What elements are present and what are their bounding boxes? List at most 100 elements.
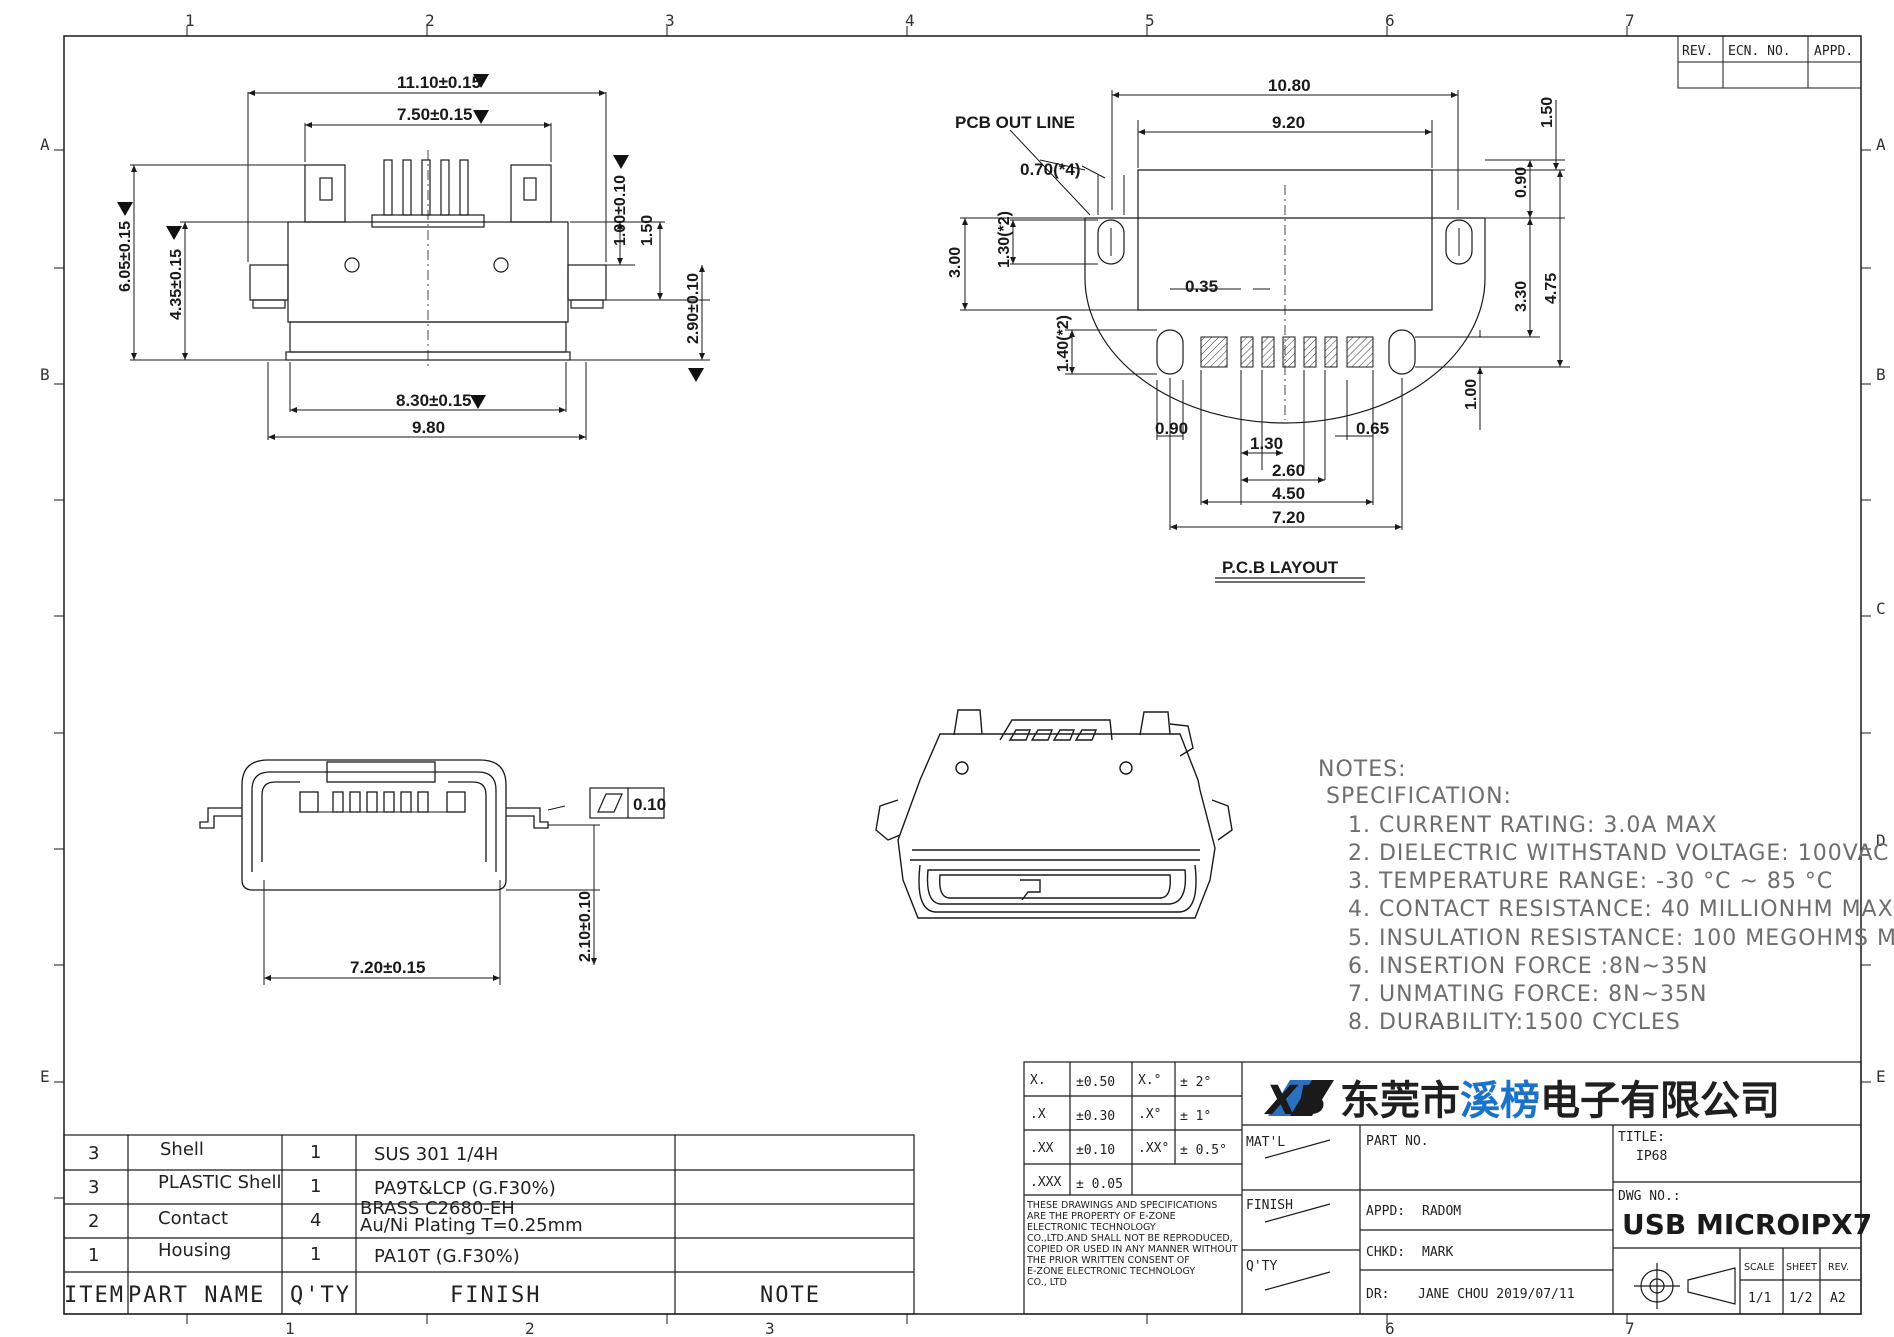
- sheet-value: 1/2: [1789, 1291, 1812, 1306]
- bom-finish: SUS 301 1/4H: [374, 1144, 498, 1165]
- title-block: X. ±0.50 X.° ± 2° .X ±0.30 .X° ± 1° .XX …: [1023, 1061, 1872, 1315]
- pcb-dim-labels: PCB OUT LINE 10.80 9.20 1.50 0.90 0.70(*…: [947, 76, 1560, 577]
- col-label: 7: [1625, 1319, 1635, 1337]
- bom-header: Q'TY: [290, 1283, 351, 1308]
- disclaimer-line: CO.,LTD.AND SHALL NOT BE REPRODUCED,: [1027, 1233, 1233, 1244]
- dim-label: 1.30: [1250, 434, 1283, 453]
- dwg-no-label: DWG NO.:: [1618, 1189, 1681, 1204]
- row-label: D: [1876, 831, 1886, 850]
- row-label: C: [1876, 599, 1886, 618]
- col-label: 6: [1385, 11, 1395, 30]
- dim-label: 0.90: [1513, 167, 1530, 198]
- ecn-header: ECN. NO.: [1728, 44, 1791, 59]
- title-label: TITLE:: [1618, 1130, 1665, 1145]
- dim-label: 1.30(*2): [996, 211, 1013, 268]
- bom-part: PLASTIC Shell: [158, 1172, 282, 1193]
- tol-value: ±0.10: [1076, 1143, 1115, 1158]
- dim-label: 0.70(*4): [1020, 160, 1080, 179]
- notes-heading: NOTES:: [1318, 757, 1407, 782]
- pcb-pads: [1200, 336, 1374, 368]
- row-label: A: [40, 135, 50, 154]
- col-label: 1: [185, 11, 195, 30]
- bom-finish-detail: Au/Ni Plating T=0.25mm: [360, 1215, 583, 1236]
- finish-label: FINISH: [1246, 1198, 1293, 1213]
- col-label: 3: [765, 1319, 775, 1337]
- revision-block: REV. ECN. NO. APPD.: [1677, 35, 1862, 89]
- dim-label: 7.20±0.15: [350, 958, 426, 977]
- front-view-dimensions: [263, 787, 665, 985]
- dim-label: 2.90±0.10: [685, 273, 702, 344]
- disclaimer-line: COPIED OR USED IN ANY MANNER WITHOUT: [1027, 1244, 1238, 1255]
- rev-header: REV.: [1682, 44, 1713, 59]
- pcb-dimensions: [960, 90, 1570, 583]
- sheet-label: SHEET: [1786, 1262, 1817, 1273]
- dim-label: 1.40(*2): [1055, 315, 1072, 372]
- tol-value: ± 2°: [1180, 1075, 1211, 1090]
- tol-label: .XXX: [1030, 1175, 1061, 1190]
- bom-header: NOTE: [760, 1283, 821, 1308]
- tol-value: ±0.30: [1076, 1109, 1115, 1124]
- front-view-dim-labels: 0.10 2.10±0.10 7.20±0.15: [350, 795, 666, 977]
- appd-value: RADOM: [1422, 1204, 1461, 1219]
- tol-label: .XX°: [1138, 1141, 1169, 1156]
- note-item: 2. DIELECTRIC WITHSTAND VOLTAGE: 100VAC: [1348, 841, 1889, 866]
- title-value: IP68: [1636, 1149, 1667, 1164]
- note-item: 4. CONTACT RESISTANCE: 40 MILLIONHM MAX: [1348, 897, 1894, 922]
- dim-label: 7.20: [1272, 508, 1305, 527]
- bom-qty: 1: [310, 1176, 321, 1197]
- bom-part: Contact: [158, 1208, 228, 1229]
- pcb-outline: [1084, 169, 1486, 424]
- disclaimer-line: THE PRIOR WRITTEN CONSENT OF: [1026, 1255, 1190, 1266]
- bom-item: 2: [88, 1211, 99, 1232]
- bom-item: 3: [88, 1143, 99, 1164]
- pcb-outline-label: PCB OUT LINE: [955, 113, 1075, 132]
- disclaimer-line: CO., LTD: [1027, 1277, 1067, 1288]
- dim-label: 0.65: [1356, 419, 1389, 438]
- company-name-suffix: 电子有限公司: [1540, 1078, 1780, 1124]
- scale-value: 1/1: [1748, 1291, 1771, 1306]
- chkd-value: MARK: [1422, 1245, 1453, 1260]
- dim-label: 6.05±0.15: [117, 221, 134, 292]
- note-item: 1. CURRENT RATING: 3.0A MAX: [1348, 813, 1718, 838]
- appd-label: APPD:: [1366, 1204, 1405, 1219]
- dim-label: 4.50: [1272, 484, 1305, 503]
- bom-finish: BRASS C2680-EH: [360, 1198, 515, 1219]
- dim-label: 1.00: [1463, 379, 1480, 410]
- row-label: A: [1876, 135, 1886, 154]
- dim-label: 1.00±0.10: [612, 175, 629, 246]
- bom-part: Shell: [160, 1139, 204, 1160]
- tol-label: .X°: [1138, 1107, 1161, 1122]
- dim-label: 3.00: [947, 247, 964, 278]
- projection-symbol: [1634, 1263, 1736, 1309]
- qty-label: Q'TY: [1246, 1259, 1277, 1274]
- disclaimer-line: ELECTRONIC TECHNOLOGY: [1027, 1222, 1156, 1233]
- bom-header: ITEM: [64, 1283, 125, 1308]
- col-label: 1: [285, 1319, 295, 1337]
- dr-value: JANE CHOU 2019/07/11: [1418, 1287, 1575, 1302]
- disclaimer-line: THESE DRAWINGS AND SPECIFICATIONS: [1026, 1200, 1217, 1211]
- tol-label: X.: [1030, 1073, 1046, 1088]
- tol-label: .XX: [1030, 1141, 1054, 1156]
- bom-qty: 1: [310, 1244, 321, 1265]
- note-item: 8. DURABILITY:1500 CYCLES: [1348, 1010, 1681, 1035]
- bom-table: 3 Shell 1 SUS 301 1/4H 3 PLASTIC Shell 1…: [63, 1134, 915, 1315]
- part-no-label: PART NO.: [1366, 1134, 1429, 1149]
- row-label: E: [40, 1067, 50, 1086]
- bom-qty: 4: [310, 1210, 321, 1231]
- appd-header: APPD.: [1814, 44, 1853, 59]
- company-name-prefix: 东莞市: [1340, 1078, 1460, 1124]
- col-label: 4: [905, 11, 915, 30]
- row-label: B: [1876, 365, 1886, 384]
- tol-label: .X: [1030, 1107, 1046, 1122]
- tol-value: ±0.50: [1076, 1075, 1115, 1090]
- dim-label: 9.80: [412, 418, 445, 437]
- company-logo: XB: [1263, 1078, 1334, 1124]
- pcb-layout-title: P.C.B LAYOUT: [1222, 558, 1339, 577]
- note-item: 6. INSERTION FORCE :8N~35N: [1348, 954, 1708, 979]
- dim-label: 1.50: [1539, 97, 1556, 128]
- tol-value: ± 1°: [1180, 1109, 1211, 1124]
- rev-value: A2: [1830, 1291, 1846, 1306]
- dim-label: 7.50±0.15: [397, 105, 473, 124]
- top-view: [249, 150, 607, 370]
